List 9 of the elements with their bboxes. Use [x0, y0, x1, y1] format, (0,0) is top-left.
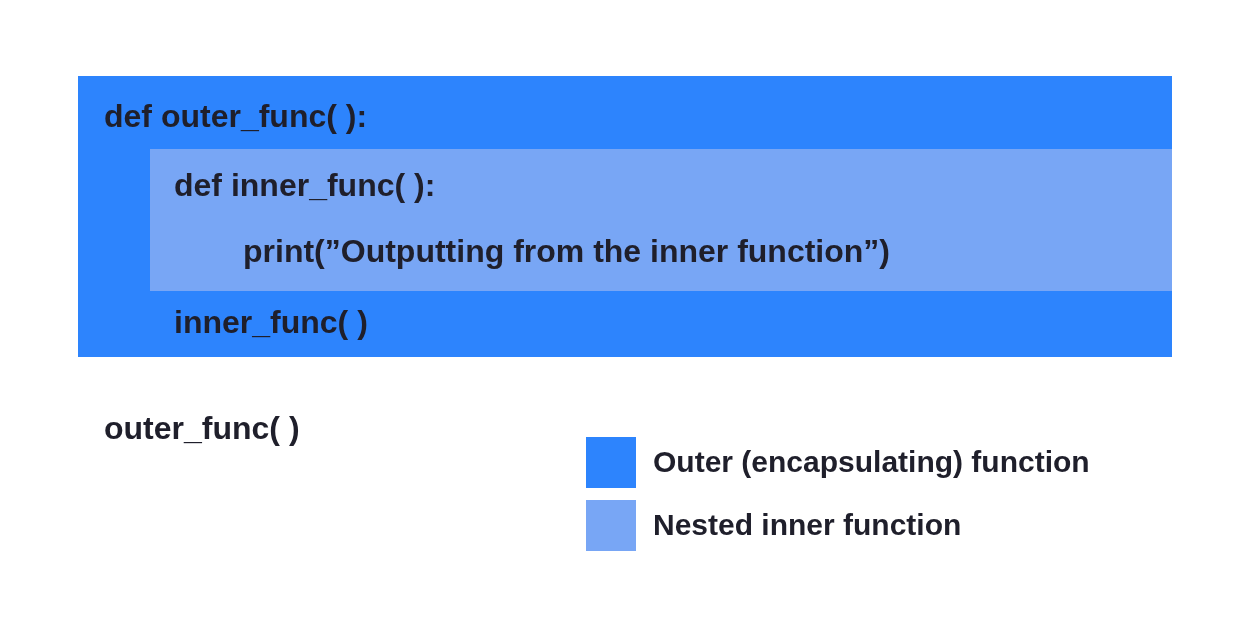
code-line: outer_func( ) — [104, 409, 300, 448]
legend-text: Nested inner function — [653, 507, 962, 543]
code-block — [78, 76, 1172, 357]
code-line: print(”Outputting from the inner function”) — [243, 232, 890, 271]
code-line: inner_func( ) — [174, 303, 368, 342]
legend-text: Outer (encapsulating) function — [653, 444, 1090, 480]
code-block — [150, 149, 1172, 291]
code-line: def outer_func( ): — [104, 97, 368, 136]
code-line: def inner_func( ): — [174, 166, 436, 205]
